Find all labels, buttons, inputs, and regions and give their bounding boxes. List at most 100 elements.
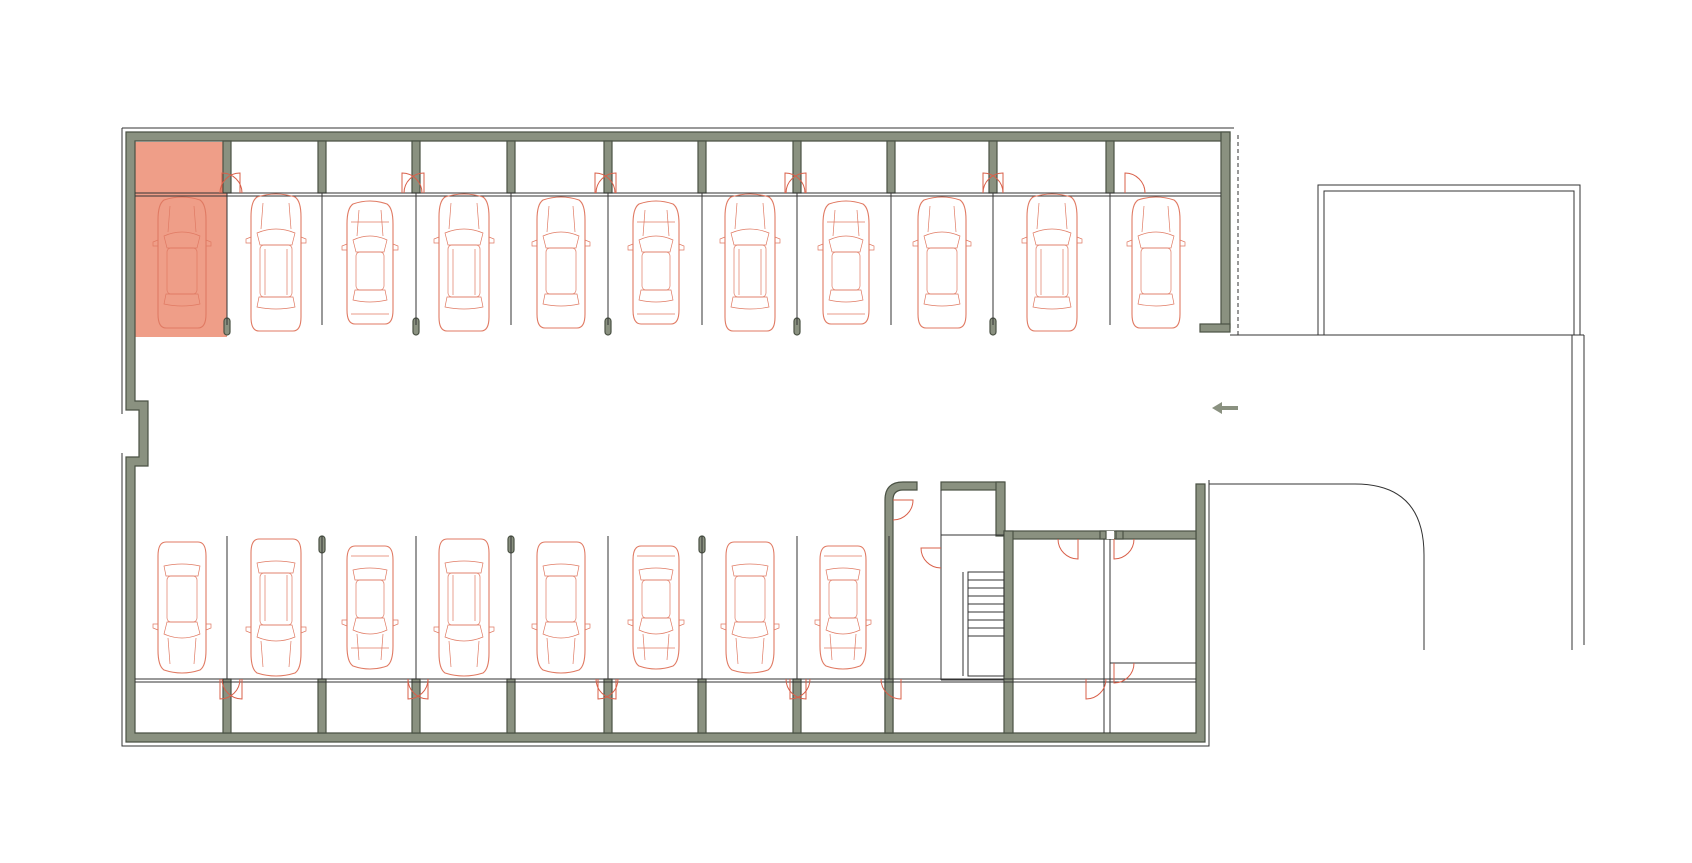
- car-rear-window: [163, 563, 201, 577]
- car-mirror: [1126, 239, 1133, 247]
- car-mirror: [584, 239, 591, 247]
- stair-outline: [967, 571, 1005, 677]
- car-hood-line: [832, 209, 836, 237]
- car-hood-line: [853, 633, 857, 661]
- car-suv: [719, 193, 781, 332]
- car-mirror: [1179, 239, 1186, 247]
- car-roof: [355, 579, 385, 619]
- car-mirror: [627, 243, 634, 251]
- car-rear-window: [638, 289, 674, 303]
- car-mirror: [965, 239, 972, 247]
- ramp-curve: [1209, 483, 1425, 650]
- car-mirror: [627, 619, 634, 627]
- outer-wall: [125, 131, 1231, 743]
- car-windshield: [444, 228, 484, 246]
- stair-core-top-wall: [940, 481, 1005, 491]
- ramp-edge: [1230, 334, 1585, 645]
- car-windshield: [638, 235, 674, 253]
- stair-core-right-wall: [995, 481, 1006, 537]
- car-body: [725, 541, 775, 674]
- car-body: [536, 196, 586, 329]
- car-rear-window: [163, 293, 201, 307]
- car-windshield: [1032, 228, 1072, 246]
- top-storage-wall: [222, 140, 232, 194]
- car-sedan: [720, 541, 780, 674]
- car-roof: [259, 244, 293, 298]
- car-mirror: [720, 623, 727, 631]
- car-hood-line: [448, 202, 452, 230]
- car-sport: [817, 200, 875, 325]
- car-sedan: [152, 196, 212, 329]
- car-rear-window: [1032, 296, 1072, 310]
- car-sport: [627, 200, 685, 325]
- car-body: [536, 541, 586, 674]
- door-swing: [785, 172, 807, 194]
- car-roof: [734, 575, 766, 623]
- bottom-storage-wall: [603, 678, 613, 734]
- car-rear-window: [352, 289, 388, 303]
- car-suv: [1021, 193, 1083, 332]
- door-swing: [597, 678, 619, 700]
- car-mirror: [245, 626, 252, 634]
- car-sedan: [1126, 196, 1186, 329]
- car-mirror: [300, 626, 307, 634]
- car-rear-window: [730, 296, 770, 310]
- car-roof: [447, 244, 481, 298]
- car-hood-line: [476, 202, 480, 230]
- car-mirror: [433, 236, 440, 244]
- door-swing: [1113, 538, 1135, 560]
- car-roof: [545, 247, 577, 295]
- door-swing: [892, 499, 914, 521]
- car-body: [1026, 193, 1078, 332]
- car-hood-line: [642, 633, 646, 661]
- door-swing: [920, 547, 942, 569]
- highlighted-parking-space: [134, 142, 227, 337]
- right-wall-top: [1220, 131, 1231, 329]
- car-windshield: [256, 624, 296, 642]
- car-rear-window: [542, 563, 580, 577]
- car-windshield: [1137, 231, 1175, 249]
- top-storage-wall: [506, 140, 516, 194]
- car-body: [632, 545, 680, 670]
- car-rear-window: [444, 560, 484, 574]
- car-body: [917, 196, 967, 329]
- car-hood-line: [734, 202, 738, 230]
- car-roof: [641, 579, 671, 619]
- door-swing: [595, 172, 617, 194]
- car-hood-line: [356, 633, 360, 661]
- car-rear-window: [256, 296, 296, 310]
- car-rear-window: [828, 289, 864, 303]
- door-swing: [219, 678, 241, 700]
- car-windshield: [256, 228, 296, 246]
- car-hood-line: [260, 640, 264, 668]
- car-hood-line: [167, 637, 171, 665]
- top-storage-wall: [603, 140, 613, 194]
- door-swing: [785, 678, 807, 700]
- car-mirror: [912, 239, 919, 247]
- car-windshield: [638, 617, 674, 635]
- top-storage-wall: [411, 140, 421, 194]
- car-body: [724, 193, 776, 332]
- walls: [125, 131, 1231, 743]
- car-mirror: [817, 243, 824, 251]
- car-windshield: [825, 617, 861, 635]
- car-roof: [545, 575, 577, 623]
- bottom-storage-wall: [411, 678, 421, 734]
- room-left-wall: [1003, 530, 1014, 734]
- car-roof: [1035, 244, 1069, 298]
- car-body: [438, 193, 490, 332]
- car-body: [822, 200, 870, 325]
- car-roof: [828, 579, 858, 619]
- bottom-storage-wall: [792, 678, 802, 734]
- car-mirror: [584, 623, 591, 631]
- car-windshield: [163, 621, 201, 639]
- top-storage-wall: [1105, 140, 1115, 194]
- car-hood-line: [260, 202, 264, 230]
- car-hood-line: [167, 205, 171, 233]
- car-sedan: [531, 541, 591, 674]
- car-rear-window: [923, 293, 961, 307]
- car-windshield: [444, 624, 484, 642]
- entrance-ramp: [1209, 184, 1585, 650]
- car-windshield: [923, 231, 961, 249]
